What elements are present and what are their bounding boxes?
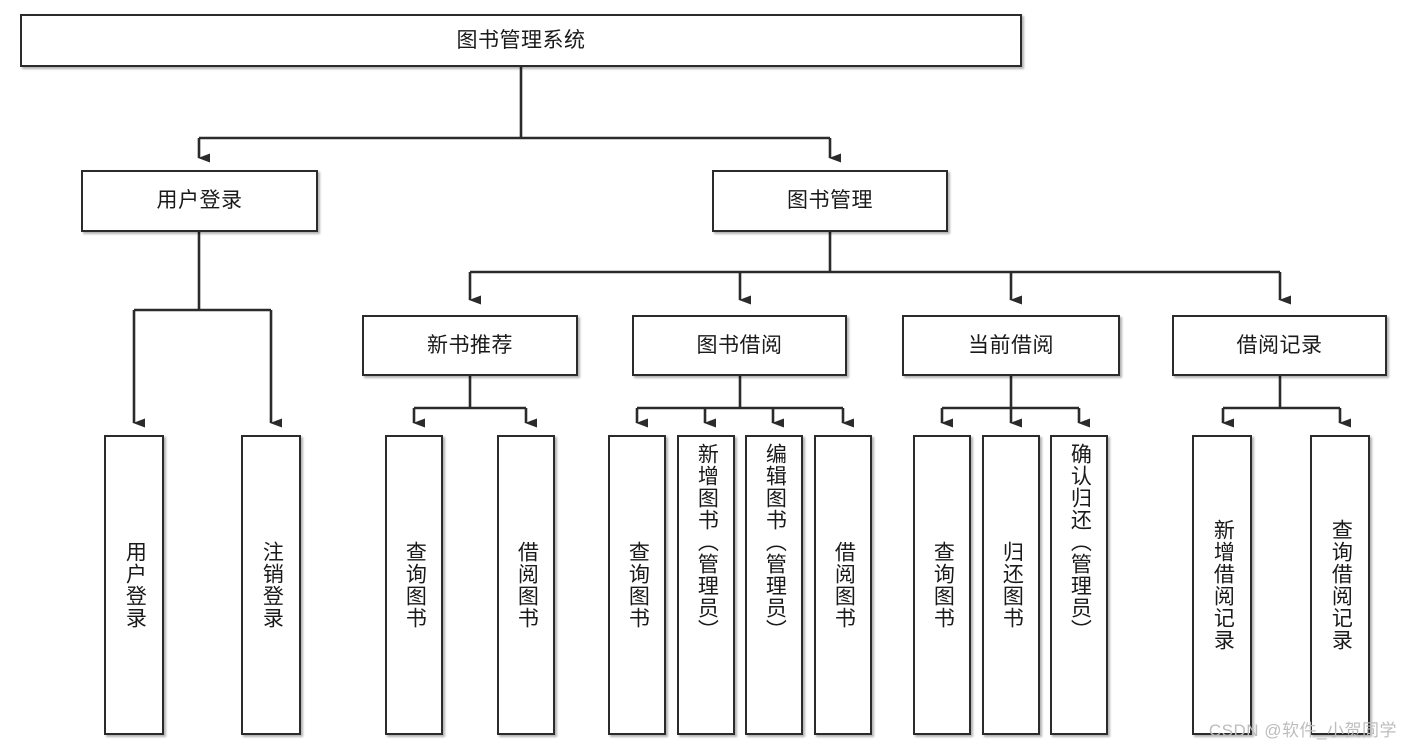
leaf-current-borrow-1-label: 查询图书: [931, 541, 955, 629]
leaf-book-borrow-1-label: 查询图书: [626, 541, 650, 629]
leaf-book-borrow-2[interactable]: 新增图书（管理员）: [677, 435, 735, 735]
node-current-borrow[interactable]: 当前借阅: [902, 315, 1120, 376]
leaf-current-borrow-3[interactable]: 确认归还（管理员）: [1050, 435, 1108, 735]
node-current-borrow-label: 当前借阅: [968, 333, 1054, 357]
leaf-book-borrow-3[interactable]: 编辑图书（管理员）: [745, 435, 803, 735]
leaf-current-borrow-3-label: 确认归还（管理员）: [1068, 443, 1092, 641]
node-borrow-record-label: 借阅记录: [1236, 333, 1323, 357]
leaf-new-book-recommend-1[interactable]: 查询图书: [385, 435, 443, 735]
node-book-manage[interactable]: 图书管理: [712, 170, 948, 232]
leaf-new-book-recommend-2-label: 借阅图书: [515, 541, 539, 629]
leaf-user-login-1[interactable]: 用户登录: [104, 435, 164, 735]
leaf-book-borrow-4-label: 借阅图书: [832, 541, 856, 629]
leaf-borrow-record-1[interactable]: 新增借阅记录: [1192, 435, 1252, 735]
node-borrow-record[interactable]: 借阅记录: [1172, 315, 1387, 376]
leaf-book-borrow-3-label: 编辑图书（管理员）: [763, 443, 787, 641]
leaf-borrow-record-2-label: 查询借阅记录: [1329, 519, 1353, 651]
leaf-book-borrow-1[interactable]: 查询图书: [608, 435, 666, 735]
node-new-book-recommend[interactable]: 新书推荐: [362, 315, 578, 376]
node-root-label: 图书管理系统: [456, 28, 586, 52]
leaf-user-login-1-label: 用户登录: [123, 541, 147, 629]
leaf-book-borrow-2-label: 新增图书（管理员）: [695, 443, 719, 641]
leaf-new-book-recommend-1-label: 查询图书: [403, 541, 427, 629]
leaf-borrow-record-1-label: 新增借阅记录: [1211, 519, 1235, 651]
leaf-current-borrow-1[interactable]: 查询图书: [913, 435, 971, 735]
leaf-new-book-recommend-2[interactable]: 借阅图书: [497, 435, 555, 735]
node-book-manage-label: 图书管理: [787, 189, 873, 213]
watermark: CSDN @软件_小贺同学: [1208, 721, 1397, 740]
leaf-book-borrow-4[interactable]: 借阅图书: [814, 435, 872, 735]
leaf-current-borrow-2[interactable]: 归还图书: [982, 435, 1040, 735]
node-book-borrow[interactable]: 图书借阅: [632, 315, 847, 376]
leaf-user-login-2[interactable]: 注销登录: [241, 435, 301, 735]
node-user-login-label: 用户登录: [156, 189, 243, 213]
leaf-user-login-2-label: 注销登录: [260, 541, 284, 629]
node-book-borrow-label: 图书借阅: [696, 333, 783, 357]
node-root[interactable]: 图书管理系统: [20, 14, 1022, 67]
leaf-borrow-record-2[interactable]: 查询借阅记录: [1310, 435, 1370, 735]
node-user-login[interactable]: 用户登录: [81, 170, 318, 232]
leaf-current-borrow-2-label: 归还图书: [1000, 541, 1024, 629]
node-new-book-recommend-label: 新书推荐: [427, 333, 513, 357]
